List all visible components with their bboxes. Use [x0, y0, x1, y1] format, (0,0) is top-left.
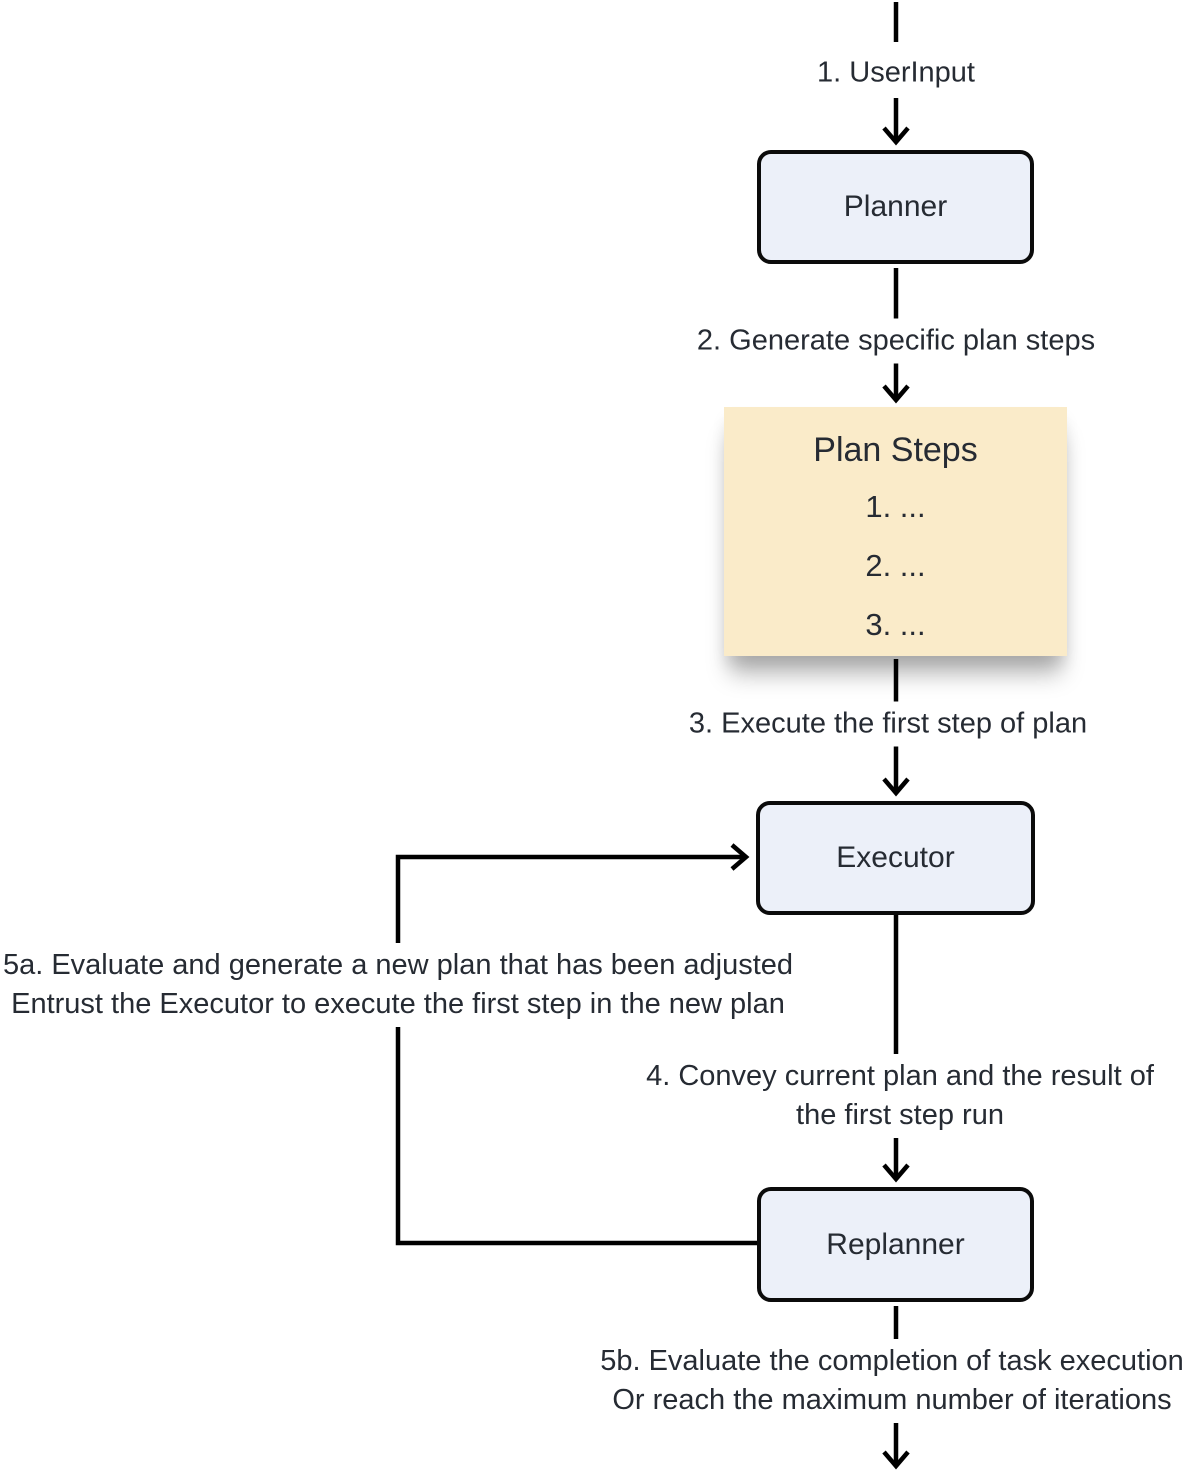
- edge-label-5a-replan-loop: 5a. Evaluate and generate a new plan tha…: [0, 943, 804, 1027]
- edge-label-4-convey-plan-result: 4. Convey current plan and the result of…: [636, 1054, 1164, 1138]
- edge-label-5a-line1: 5a. Evaluate and generate a new plan tha…: [2, 949, 794, 981]
- note-plan-steps-title: Plan Steps: [813, 431, 978, 469]
- note-plan-steps: Plan Steps 1. ... 2. ... 3. ...: [724, 407, 1067, 656]
- node-replanner-label: Replanner: [826, 1227, 965, 1261]
- node-executor: Executor: [756, 801, 1035, 915]
- node-replanner: Replanner: [757, 1187, 1034, 1302]
- edge-label-4-line2: the first step run: [796, 1099, 1004, 1131]
- edge-label-5b-finish-condition: 5b. Evaluate the completion of task exec…: [590, 1339, 1192, 1423]
- edge-label-5b-line2: Or reach the maximum number of iteration…: [612, 1384, 1172, 1416]
- edge-label-4-line1: 4. Convey current plan and the result of: [646, 1060, 1154, 1092]
- note-plan-steps-item-3: 3. ...: [865, 607, 926, 642]
- node-planner-label: Planner: [843, 190, 948, 223]
- note-plan-steps-item-2: 2. ...: [865, 548, 926, 583]
- edge-label-3-execute-first-step: 3. Execute the first step of plan: [678, 701, 1098, 747]
- edge-label-5b-line1: 5b. Evaluate the completion of task exec…: [600, 1345, 1184, 1377]
- edge-label-2-generate-plan-steps: 2. Generate specific plan steps: [686, 318, 1106, 364]
- edge-label-5a-line2: Entrust the Executor to execute the firs…: [11, 988, 785, 1020]
- edge-replanner-loop-to-executor: [395, 843, 757, 1246]
- edge-label-1-userinput: 1. UserInput: [807, 50, 985, 96]
- node-planner: Planner: [757, 150, 1034, 264]
- note-plan-steps-item-1: 1. ...: [865, 489, 926, 524]
- node-executor-label: Executor: [836, 841, 955, 874]
